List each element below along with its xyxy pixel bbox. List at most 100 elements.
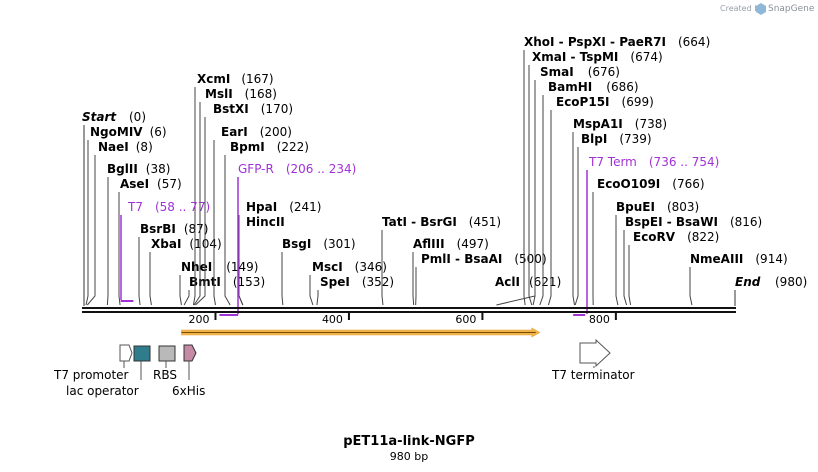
enzyme-pos-nmeaiii: (914): [755, 252, 787, 266]
enzyme-name-msci: MscI: [312, 260, 343, 274]
enzyme-pos-bpmi: (222): [277, 140, 309, 154]
enzyme-name-bglii: BglII: [107, 162, 138, 176]
enzyme-line-bsgi: [281, 252, 284, 306]
enzyme-line-bamhi: [539, 95, 544, 306]
end-pos: (980): [775, 275, 807, 289]
enzyme-name-bspei-bsawi: BspEI - BsaWI: [625, 215, 718, 229]
enzyme-pos-acli: (621): [529, 275, 561, 289]
enzyme-site-naei: NaeI (8): [86, 140, 153, 306]
primer-gfp-r: GFP-R (206 .. 234): [219, 162, 356, 316]
enzyme-name-afliii: AflIII: [413, 237, 445, 251]
enzyme-line-xbai: [149, 252, 152, 306]
primer-name-t7-term: T7 Term: [588, 155, 637, 169]
enzyme-line-ecorv: [628, 245, 632, 306]
enzyme-line-tati-bsrgi: [381, 230, 384, 306]
enzyme-pos-afliii: (497): [457, 237, 489, 251]
ruler-label-200: 200: [188, 313, 209, 326]
enzyme-site-bsrbi: BsrBI(87): [138, 222, 209, 306]
enzyme-site-bglii: BglII (38): [106, 162, 171, 306]
orf-arrow: [181, 327, 541, 338]
enzyme-pos-bamhi: (686): [606, 80, 638, 94]
enzyme-pos-mspa1i: (738): [635, 117, 667, 131]
feature-label-lac-operator: lac operator: [66, 384, 139, 398]
enzyme-line-nhei: [179, 275, 182, 306]
enzyme-name-ecorv: EcoRV: [633, 230, 676, 244]
end-label: End: [735, 275, 761, 289]
ruler-label-800: 800: [589, 313, 610, 326]
enzyme-name-mspa1i: MspA1I: [573, 117, 623, 131]
enzyme-pos-eari: (200): [260, 125, 292, 139]
enzyme-pos-pmli-bsaai: (500): [514, 252, 546, 266]
enzyme-pos-bglii: (38): [146, 162, 171, 176]
lac-operator-icon: [133, 345, 151, 362]
enzyme-pos-ecoo109i: (766): [672, 177, 704, 191]
t7-promoter-icon: [119, 344, 133, 362]
feature-label-rbs: RBS: [153, 368, 177, 382]
map-title: pET11a-link-NGFP: [343, 434, 474, 449]
enzyme-pos-naei: (8): [136, 140, 153, 154]
rbs-icon: [158, 345, 176, 362]
enzyme-name-bpuei: BpuEI: [616, 200, 655, 214]
enzyme-name-bsgi: BsgI: [282, 237, 311, 251]
enzyme-pos-smai: (676): [588, 65, 620, 79]
enzyme-line-bpuei: [615, 215, 619, 306]
enzyme-site-xmai-tspmi: XmaI - TspMI(674): [528, 50, 663, 306]
enzyme-line-bsrbi: [138, 237, 141, 306]
enzyme-line-bpmi: [224, 155, 231, 306]
enzyme-name-ecop15i: EcoP15I: [556, 95, 610, 109]
enzyme-name-asei: AseI: [120, 177, 149, 191]
enzyme-line-xmai-tspmi: [528, 65, 533, 306]
enzyme-line-naei: [86, 155, 96, 306]
enzyme-site-msli: MslI(168): [193, 87, 277, 306]
enzyme-site-xhoi-pspxi-paer7i: XhoI - PspXI - PaeR7I(664): [523, 35, 710, 306]
enzyme-site-bpmi: BpmI(222): [224, 140, 309, 306]
enzyme-pos-bspei-bsawi: (816): [730, 215, 762, 229]
enzyme-line-afliii: [412, 252, 415, 306]
map-length: 980 bp: [390, 450, 428, 463]
enzyme-site-afliii: AflIII (497): [412, 237, 489, 306]
enzyme-pos-xmai-tspmi: (674): [630, 50, 662, 64]
enzyme-pos-msci: (346): [355, 260, 387, 274]
enzyme-site-bstxi: BstXI(170): [195, 102, 293, 306]
ruler-label-400: 400: [322, 313, 343, 326]
enzyme-pos-blpi: (739): [619, 132, 651, 146]
enzyme-line-msli: [193, 102, 201, 306]
enzyme-site-ngomiv: NgoMIV(6): [85, 125, 167, 306]
enzyme-pos-bmti: (153): [233, 275, 265, 289]
enzyme-name-nmeaiii: NmeAIII: [690, 252, 743, 266]
enzyme-pos-bsrbi: (87): [184, 222, 209, 236]
enzyme-site-ecorv: EcoRV (822): [628, 230, 719, 306]
brand-text: SnapGene: [768, 4, 815, 14]
enzyme-pos-ecop15i: (699): [622, 95, 654, 109]
enzyme-site-ecop15i: EcoP15I (699): [547, 95, 654, 306]
enzyme-site-blpi: BlpI (739): [574, 132, 652, 306]
enzyme-name-naei: NaeI: [98, 140, 129, 154]
primer-name-t7: T7: [127, 200, 143, 214]
enzyme-name-blpi: BlpI: [581, 132, 607, 146]
enzyme-site-pmli-bsaai: PmlI - BsaAI(500): [415, 252, 547, 306]
enzyme-line-eari: [213, 140, 216, 306]
enzyme-name-spei: SpeI: [320, 275, 350, 289]
enzyme-name-nhei: NheI: [181, 260, 212, 274]
feature-label-t7-promoter: T7 promoter: [53, 368, 129, 382]
enzyme-site-mspa1i: MspA1I (738): [572, 117, 667, 306]
enzyme-site-msci: MscI (346): [309, 260, 387, 306]
enzyme-pos-nhei: (149): [226, 260, 258, 274]
primer-sites: T7(58 .. 77)GFP-R(206 .. 234)T7 Term(736…: [120, 155, 719, 316]
enzyme-pos-bpuei: (803): [667, 200, 699, 214]
enzyme-name-xbai: XbaI: [151, 237, 181, 251]
enzyme-pos-ecorv: (822): [687, 230, 719, 244]
primer-name-gfp-r: GFP-R: [238, 162, 274, 176]
primer-range-gfp-r: (206 .. 234): [286, 162, 356, 176]
enzyme-site-spei: SpeI(352): [316, 275, 394, 306]
enzyme-line-smai: [532, 80, 536, 306]
feature-track: T7 promoter lac operator RBS 6xHis T7 te…: [53, 338, 635, 398]
enzyme-name-xhoi-pspxi-paer7i: XhoI - PspXI - PaeR7I: [524, 35, 666, 49]
enzyme-site-acli: AclI(621): [495, 275, 561, 306]
enzyme-name-ngomiv: NgoMIV: [90, 125, 143, 139]
enzyme-line-bstxi: [195, 117, 206, 306]
enzyme-pos-xbai: (104): [189, 237, 221, 251]
credit-text: Created by: [720, 4, 764, 13]
enzyme-line-mspa1i: [572, 132, 575, 306]
